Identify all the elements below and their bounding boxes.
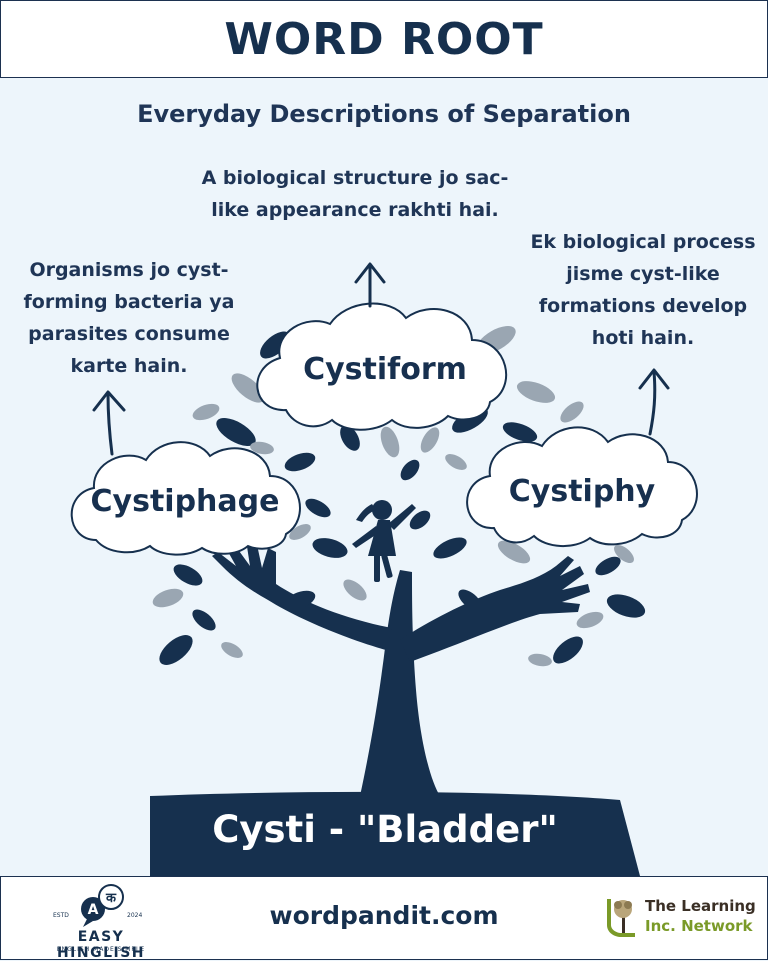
subtitle: Everyday Descriptions of Separation	[137, 100, 631, 128]
bubble-b-letter: क	[105, 891, 117, 906]
cloud-right	[466, 426, 698, 548]
cloud-left	[70, 441, 301, 556]
bubble-a-letter: A	[88, 902, 99, 918]
root-label: Cysti - "Bladder"	[212, 808, 558, 851]
word-cystiphage: Cystiphage	[90, 484, 280, 519]
ground-mound	[150, 791, 640, 876]
easy-hinglish-logo: A क ESTD 2024 EASY HINGLISH ENGLISH MADE…	[31, 883, 171, 961]
cloud-top	[256, 302, 508, 431]
girl-silhouette-icon	[352, 500, 416, 582]
description-left: Organisms jo cyst-forming bacteria ya pa…	[23, 259, 235, 377]
up-arrow-icon-right	[638, 368, 670, 436]
easy-hinglish-brand: EASY HINGLISH	[56, 929, 146, 961]
speech-bubble-icon: A क	[81, 884, 124, 927]
left-hand	[212, 540, 392, 650]
learning-inc-line2: Inc. Network	[645, 917, 753, 935]
estd-label: ESTD	[53, 912, 69, 919]
tree-trunk	[360, 570, 440, 796]
easy-hinglish-tagline: ENGLISH MADE SIMPLE	[56, 946, 146, 953]
footer: A क ESTD 2024 EASY HINGLISH ENGLISH MADE…	[0, 876, 768, 961]
estd-year: 2024	[127, 912, 143, 919]
description-right: Ek biological process jisme cyst-like fo…	[530, 231, 756, 349]
website-link[interactable]: wordpandit.com	[269, 901, 499, 930]
up-arrow-icon-left	[92, 390, 126, 456]
page-title: WORD ROOT	[224, 13, 544, 65]
learning-inc-line1: The Learning	[645, 897, 756, 915]
tree-logo-icon	[607, 899, 635, 937]
description-top: A biological structure jo sac-like appea…	[201, 167, 509, 221]
right-hand	[400, 556, 590, 662]
grey-leaves	[152, 326, 634, 667]
header-banner: WORD ROOT	[0, 0, 768, 78]
learning-inc-logo: The Learning Inc. Network	[601, 893, 761, 945]
word-cystiphy: Cystiphy	[508, 474, 656, 509]
up-arrow-icon-top	[354, 262, 386, 308]
word-cystiform: Cystiform	[303, 352, 467, 387]
